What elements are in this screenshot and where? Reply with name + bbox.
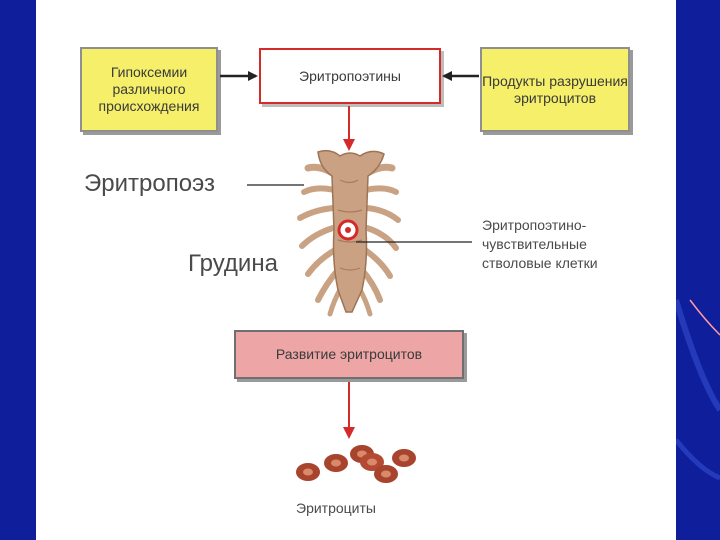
- erythrocytes-illustration: [296, 445, 416, 483]
- erythropoiesis-label: Эритропоэз: [84, 170, 216, 197]
- products-box: Продукты разрушения эритроцитов: [480, 47, 630, 132]
- stem-cells-label: Эритропоэтино-чувствительные стволовые к…: [482, 217, 598, 271]
- erythropoietins-box: Эритропоэтины: [259, 48, 441, 104]
- products-text: Продукты разрушения эритроцитов: [482, 72, 628, 106]
- sternum-illustration: [297, 149, 401, 317]
- hypoxemia-box: Гипоксемии различного происхождения: [80, 47, 218, 132]
- sternum-label: Грудина: [188, 250, 278, 277]
- hypoxemia-text: Гипоксемии различного происхождения: [98, 64, 200, 114]
- erythrocytes-label: Эритроциты: [296, 500, 376, 516]
- erythropoietins-text: Эритропоэтины: [299, 67, 401, 84]
- development-text: Развитие эритроцитов: [275, 346, 423, 362]
- development-box: Развитие эритроцитов: [234, 330, 464, 379]
